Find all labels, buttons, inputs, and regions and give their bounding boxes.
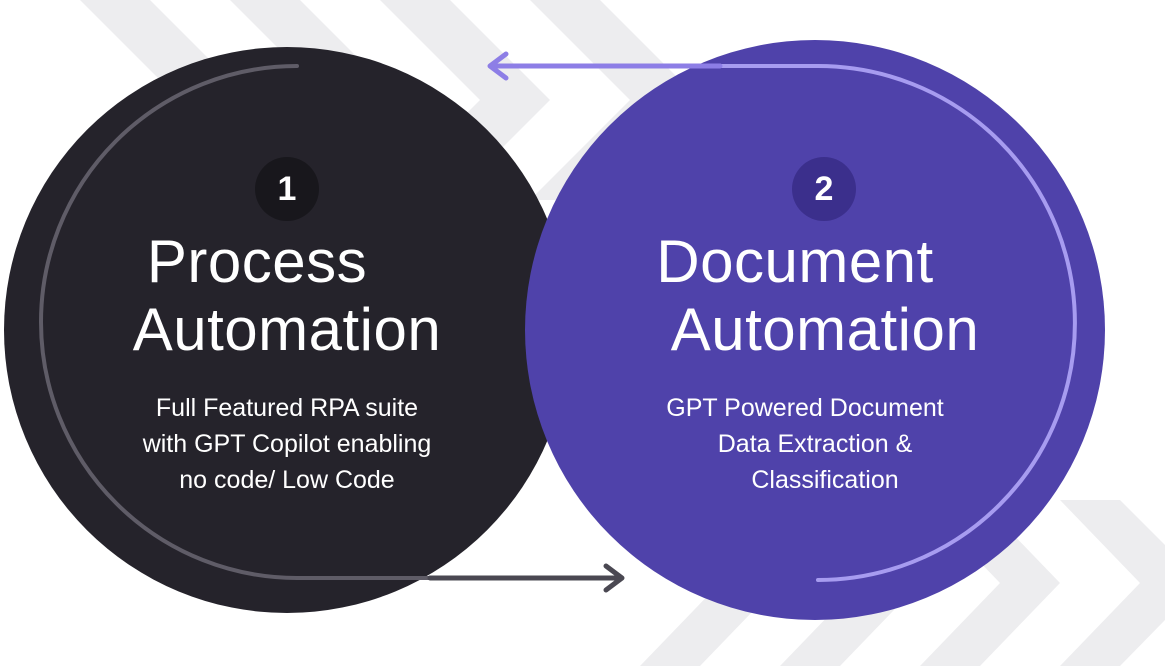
step-title-line: Process — [146, 228, 368, 295]
step-description-line: with GPT Copilot enabling — [142, 430, 432, 458]
document-automation-description: GPT Powered Document Data Extraction & C… — [615, 390, 1035, 498]
step-description-line: no code/ Low Code — [179, 466, 395, 494]
step-title-line: Automation — [670, 296, 980, 363]
chevron-shape — [1060, 500, 1165, 666]
document-automation-label: Document Automation — [615, 228, 1035, 364]
step-title-line: Document — [656, 228, 934, 295]
arrow-left-icon — [487, 51, 509, 81]
step-title-line: Automation — [132, 296, 442, 363]
step-number-badge: 2 — [792, 157, 856, 221]
process-automation-description: Full Featured RPA suite with GPT Copilot… — [87, 390, 487, 498]
step-description-line: Full Featured RPA suite — [155, 394, 419, 422]
step-number: 1 — [277, 169, 297, 208]
process-automation-label: Process Automation — [87, 228, 487, 364]
step-description-line: GPT Powered Document — [666, 394, 944, 422]
document-automation-circle — [525, 40, 1105, 620]
step-description-line: Data Extraction & — [717, 430, 913, 458]
step-number-badge: 1 — [255, 157, 319, 221]
step-description-line: Classification — [751, 466, 899, 494]
document-ring-arc — [490, 64, 1077, 582]
step-number: 2 — [814, 169, 834, 208]
process-automation-circle — [4, 47, 570, 613]
process-ring-arc — [39, 64, 622, 580]
